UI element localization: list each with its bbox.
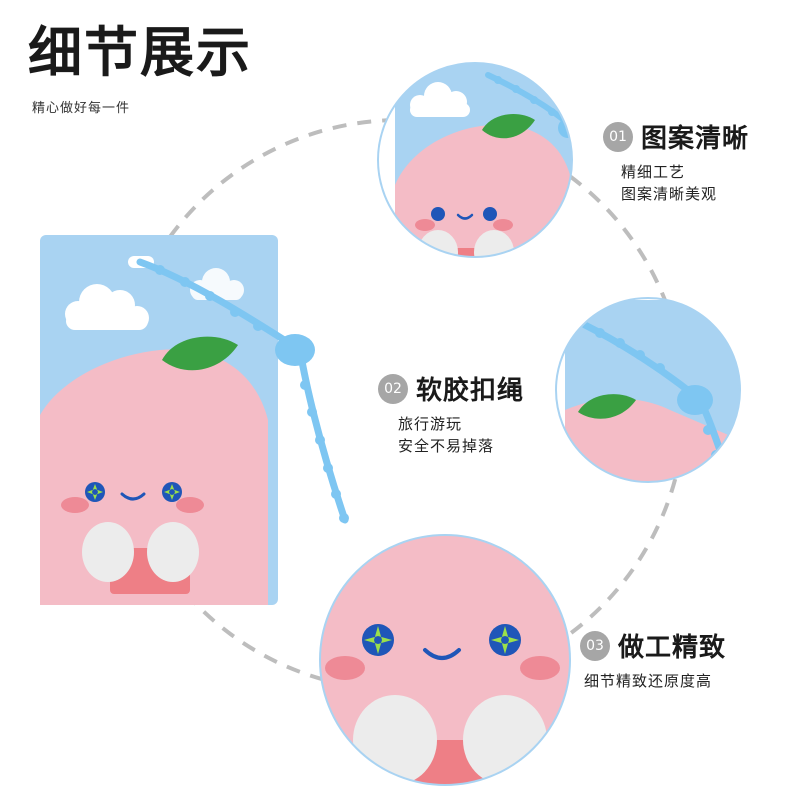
zoom-circle-face	[320, 535, 570, 785]
feature-title: 做工精致	[618, 633, 727, 663]
feature-rope: 02 软胶扣绳 旅行游玩 安全不易掉落	[378, 370, 524, 457]
feature-title: 软胶扣绳	[416, 376, 525, 406]
feature-number-badge: 03	[580, 630, 610, 661]
feature-desc-line: 细节精致还原度高	[584, 672, 713, 690]
zoom-circle-rope	[556, 298, 740, 482]
feature-craft: 03 做工精致 细节精致还原度高	[580, 627, 726, 692]
page-title: 细节展示	[28, 21, 252, 84]
feature-desc-line: 旅行游玩	[398, 415, 463, 433]
main-card	[40, 235, 278, 605]
feature-number-badge: 01	[603, 121, 633, 152]
page-subtitle: 精心做好每一件	[32, 101, 131, 116]
feature-pattern: 01 图案清晰 精细工艺 图案清晰美观	[603, 118, 749, 205]
feature-title: 图案清晰	[641, 124, 750, 154]
feature-desc-line: 安全不易掉落	[398, 437, 495, 455]
feature-number-badge: 02	[378, 373, 408, 404]
feature-desc-line: 精细工艺	[621, 163, 686, 181]
feature-desc-line: 图案清晰美观	[621, 185, 718, 203]
